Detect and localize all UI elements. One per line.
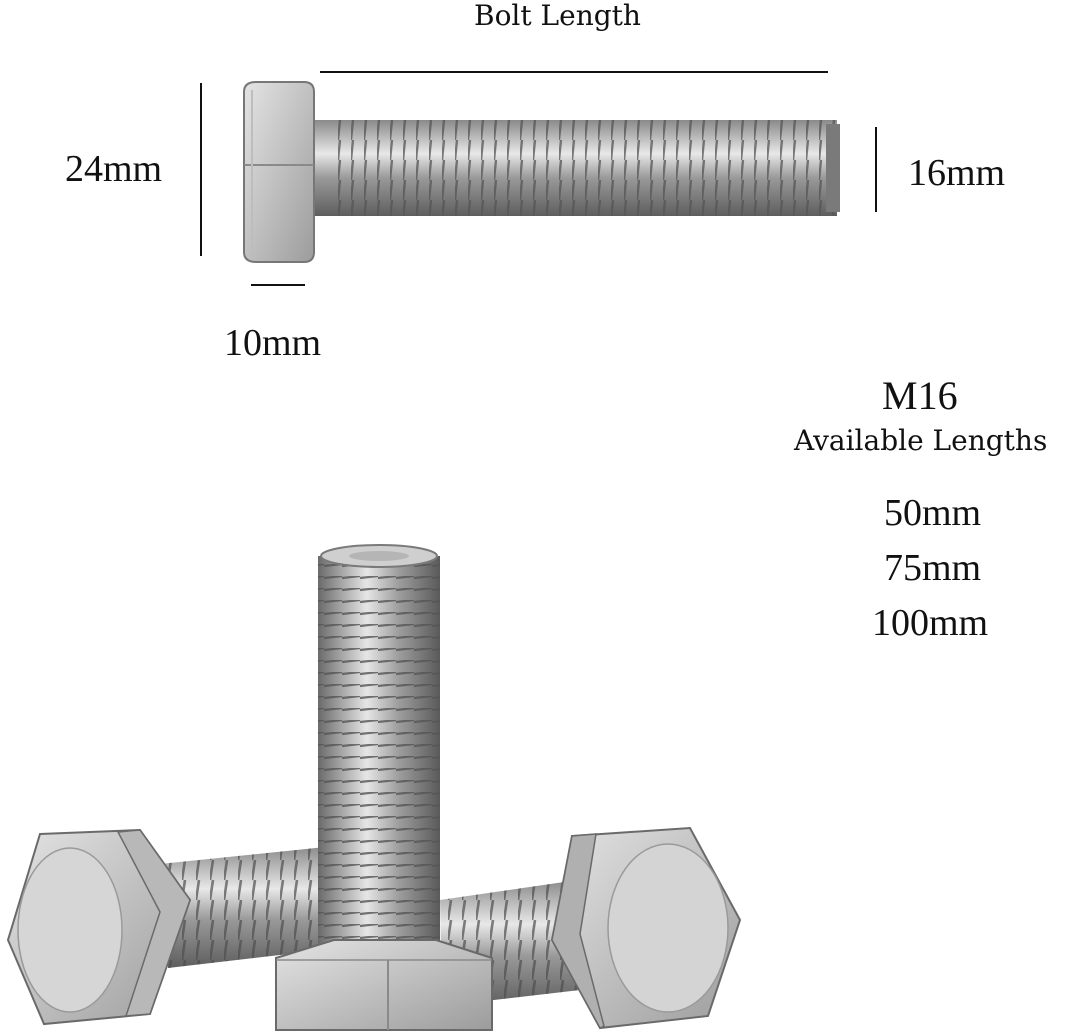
head-height-label: 24mm <box>65 148 163 190</box>
shank-diameter-label: 16mm <box>908 152 1006 194</box>
bolt-group-image <box>6 544 742 1031</box>
length-option: 100mm <box>872 602 989 644</box>
available-lengths-title: Available Lengths <box>794 424 1048 457</box>
size-title: M16 <box>882 373 958 418</box>
length-option: 50mm <box>884 492 982 534</box>
length-option: 75mm <box>884 547 982 589</box>
dimension-lines <box>200 71 877 286</box>
bolt-length-label: Bolt Length <box>474 0 641 32</box>
top-bolt-image <box>243 81 840 263</box>
head-thickness-label: 10mm <box>224 322 322 364</box>
